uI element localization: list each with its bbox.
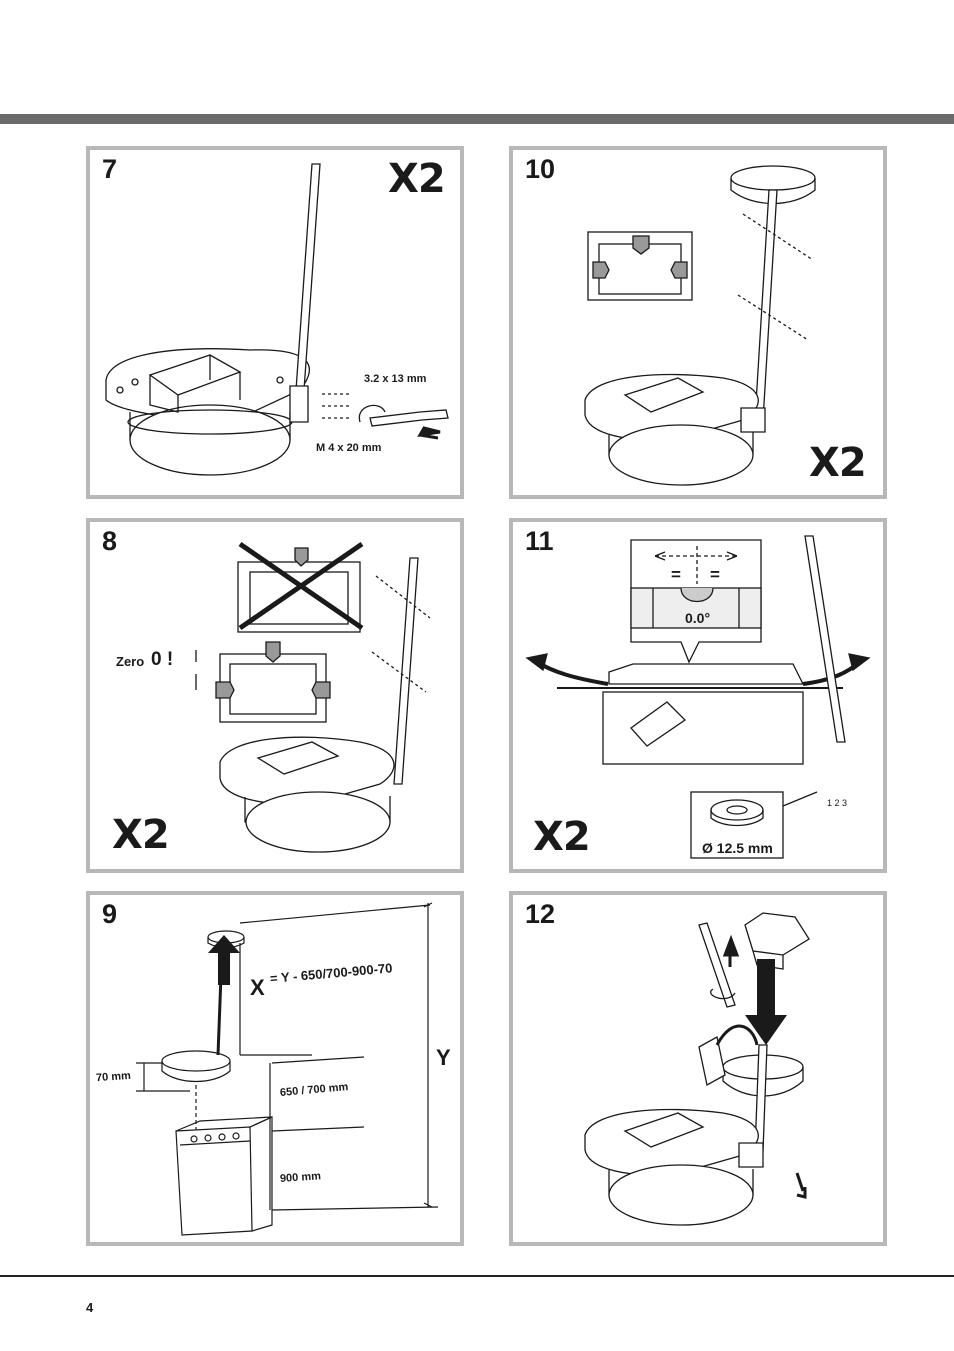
level-equal-right: = bbox=[710, 565, 720, 584]
step-11-illustration bbox=[525, 535, 871, 859]
multiplier-label: X2 bbox=[112, 812, 170, 858]
x-symbol: X bbox=[250, 975, 265, 1000]
step-12-panel: 12 bbox=[509, 891, 887, 1246]
level-equal-left: = bbox=[671, 565, 681, 584]
screw-size-large: M 4 x 20 mm bbox=[316, 442, 382, 454]
header-bar bbox=[0, 114, 954, 124]
step-10-panel: 10 X2 bbox=[509, 146, 887, 499]
screw-size-small: 3.2 x 13 mm bbox=[364, 373, 427, 385]
step-number: 12 bbox=[525, 899, 556, 929]
step-8-panel: 8 X2 Zero 0 ! bbox=[86, 518, 464, 873]
zero-value: 0 ! bbox=[151, 649, 174, 670]
multiplier-label: X2 bbox=[809, 440, 867, 486]
footer-rule bbox=[0, 1275, 954, 1277]
step-8-illustration bbox=[195, 541, 431, 853]
step-number: 8 bbox=[102, 526, 118, 556]
step-7-illustration bbox=[105, 163, 449, 476]
step-12-illustration bbox=[584, 912, 810, 1226]
dimension-70: 70 mm bbox=[95, 1069, 132, 1085]
multiplier-label: X2 bbox=[388, 156, 446, 202]
step-11-panel: 11 X2 = = 0.0° Ø 12.5 mm 1 2 3 bbox=[509, 518, 887, 873]
page-number: 4 bbox=[86, 1300, 94, 1315]
step-9-illustration bbox=[136, 902, 439, 1236]
step-10-illustration bbox=[584, 165, 816, 486]
step-number: 10 bbox=[525, 154, 556, 184]
y-symbol: Y bbox=[436, 1045, 451, 1070]
step-number: 9 bbox=[102, 899, 118, 929]
step-9-panel: 9 X = Y - 650/700-900-70 Y 70 mm 650 / 7… bbox=[86, 891, 464, 1246]
multiplier-label: X2 bbox=[533, 814, 591, 860]
level-reading: 0.0° bbox=[685, 610, 711, 626]
step-number: 11 bbox=[525, 526, 554, 556]
zero-label: Zero bbox=[116, 654, 145, 669]
scale-marks: 1 2 3 bbox=[827, 798, 848, 808]
washer-diameter: Ø 12.5 mm bbox=[702, 840, 773, 856]
step-number: 7 bbox=[102, 154, 118, 184]
step-7-panel: 7 X2 3.2 x 13 mm M 4 x 20 mm bbox=[86, 146, 464, 499]
